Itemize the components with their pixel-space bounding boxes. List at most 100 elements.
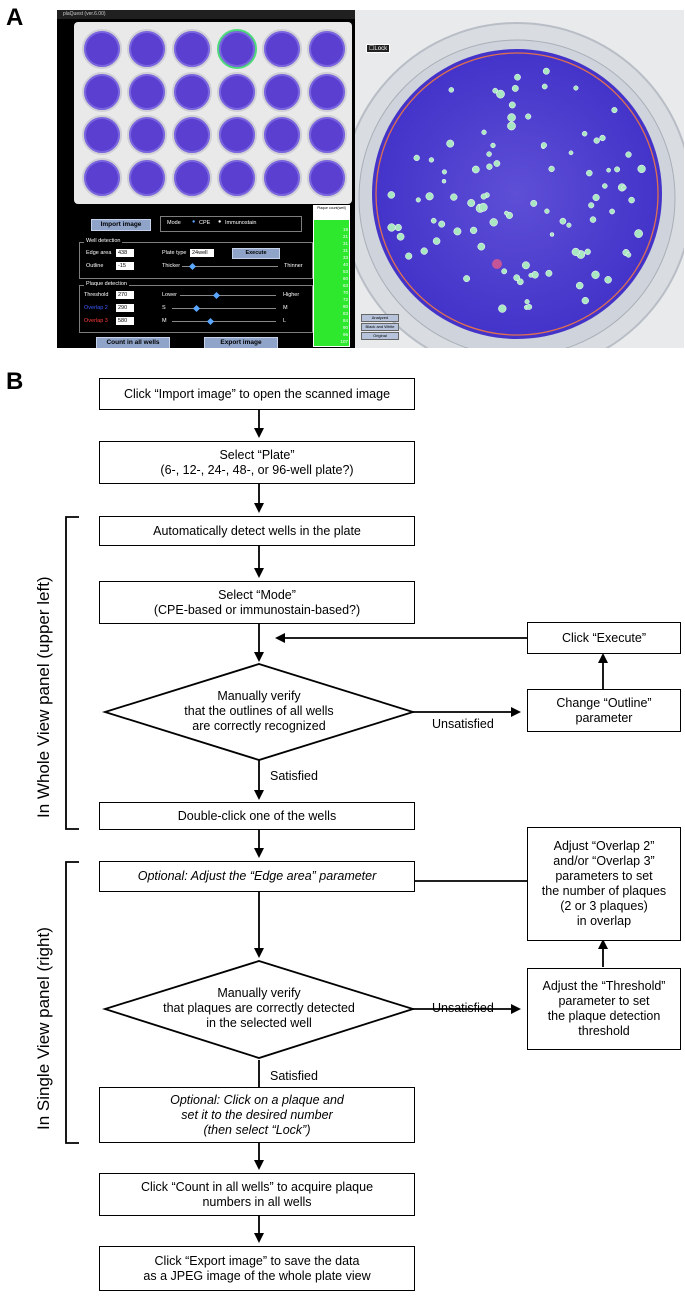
mode-immunostain-label[interactable]: Immunostain <box>225 220 257 226</box>
plaque-marker[interactable] <box>581 130 588 137</box>
plaque-marker[interactable] <box>584 248 591 255</box>
single-well-image[interactable] <box>355 10 684 348</box>
analyzed-button[interactable]: Analyzed <box>361 314 399 322</box>
well-6[interactable] <box>307 29 347 69</box>
well-2[interactable] <box>127 29 167 69</box>
plaque-marker[interactable] <box>438 220 446 228</box>
plaque-marker[interactable] <box>621 185 627 191</box>
plaque-marker[interactable] <box>566 222 572 228</box>
plaque-marker[interactable] <box>599 134 606 142</box>
overlap2-slider[interactable] <box>172 308 276 309</box>
well-8[interactable] <box>127 72 167 112</box>
plaque-marker[interactable] <box>471 165 480 174</box>
plaque-marker[interactable] <box>545 269 553 277</box>
lock-checkbox-icon[interactable]: ☐ <box>369 46 375 52</box>
plaque-marker[interactable] <box>575 281 584 290</box>
plaque-marker[interactable] <box>586 169 593 177</box>
plaque-marker[interactable] <box>493 160 501 167</box>
plaque-marker[interactable] <box>544 208 550 214</box>
well-18[interactable] <box>307 115 347 155</box>
well-14[interactable] <box>127 115 167 155</box>
plaque-marker[interactable] <box>625 151 632 158</box>
well-24[interactable] <box>307 158 347 198</box>
plaque-marker[interactable] <box>589 216 597 223</box>
lock-checkbox[interactable]: ☐Lock <box>366 44 391 53</box>
plaque-marker[interactable] <box>511 84 519 92</box>
plaque-marker[interactable] <box>496 89 505 99</box>
plaque-marker[interactable] <box>548 165 555 173</box>
plaque-marker[interactable] <box>428 157 435 163</box>
plaque-marker[interactable] <box>540 142 547 149</box>
well-16[interactable] <box>217 115 257 155</box>
radio-immunostain-icon[interactable]: ● <box>218 219 222 225</box>
threshold-slider[interactable] <box>180 295 276 296</box>
plaque-marker[interactable] <box>469 226 478 235</box>
well-22[interactable] <box>217 158 257 198</box>
plaque-marker[interactable] <box>448 87 455 93</box>
well-11[interactable] <box>262 72 302 112</box>
plaque-marker[interactable] <box>568 150 574 156</box>
well-21[interactable] <box>172 158 212 198</box>
plaque-marker[interactable] <box>450 193 458 201</box>
plaque-marker[interactable] <box>549 232 555 237</box>
plaque-marker[interactable] <box>634 229 643 238</box>
plaque-marker[interactable] <box>396 232 405 241</box>
plaque-marker[interactable] <box>432 237 441 245</box>
well-13[interactable] <box>82 115 122 155</box>
well-3[interactable] <box>172 29 212 69</box>
plaque-marker[interactable] <box>614 166 621 173</box>
plaque-marker[interactable] <box>611 107 618 114</box>
plaque-marker[interactable] <box>477 242 486 251</box>
plaque-marker[interactable] <box>420 247 428 255</box>
plaque-marker[interactable] <box>467 199 476 207</box>
threshold-input[interactable]: 270 <box>116 291 134 299</box>
plaque-marker[interactable] <box>602 183 608 189</box>
plaque-marker[interactable] <box>425 192 434 201</box>
well-23[interactable] <box>262 158 302 198</box>
plaque-marker[interactable] <box>528 272 534 278</box>
well-19[interactable] <box>82 158 122 198</box>
well-1[interactable] <box>82 29 122 69</box>
plaque-marker[interactable] <box>405 252 413 260</box>
plaque-marker[interactable] <box>628 196 635 204</box>
single-view-panel[interactable]: ☐Lock Analyzed Black and White Original <box>355 10 684 348</box>
import-image-button[interactable]: Import image <box>91 219 151 231</box>
plaque-marker[interactable] <box>625 252 632 258</box>
plaque-marker[interactable] <box>606 167 611 173</box>
plaque-marker[interactable] <box>573 85 579 91</box>
plaque-marker[interactable] <box>413 154 420 162</box>
well-9[interactable] <box>172 72 212 112</box>
count-all-wells-button[interactable]: Count in all wells <box>96 337 170 348</box>
plaque-marker[interactable] <box>481 129 487 135</box>
plaque-marker[interactable] <box>559 217 567 225</box>
outline-input[interactable]: -15 <box>116 262 134 270</box>
plaque-marker[interactable] <box>637 164 646 174</box>
plaque-marker[interactable] <box>513 274 521 282</box>
well-4[interactable] <box>217 29 257 69</box>
plaque-marker[interactable] <box>478 202 488 212</box>
plaque-marker[interactable] <box>504 210 509 216</box>
well-7[interactable] <box>82 72 122 112</box>
original-button[interactable]: Original <box>361 332 399 340</box>
outline-slider[interactable] <box>182 266 278 267</box>
well-12[interactable] <box>307 72 347 112</box>
plaque-marker[interactable] <box>415 197 421 203</box>
plaque-marker[interactable] <box>508 101 516 109</box>
plaque-marker[interactable] <box>490 142 496 149</box>
plaque-marker[interactable] <box>514 73 521 81</box>
plaque-marker[interactable] <box>387 191 396 199</box>
overlap3-input[interactable]: 580 <box>116 317 134 325</box>
plaque-marker[interactable] <box>530 199 538 207</box>
plaque-marker[interactable] <box>480 193 487 200</box>
plaque-marker[interactable] <box>501 268 508 275</box>
selected-plaque[interactable] <box>492 259 502 269</box>
plaque-marker[interactable] <box>463 275 471 283</box>
well-17[interactable] <box>262 115 302 155</box>
plaque-marker[interactable] <box>507 113 516 122</box>
edge-area-input[interactable]: 438 <box>116 249 134 257</box>
plaque-marker[interactable] <box>430 217 437 224</box>
plaque-marker[interactable] <box>486 163 493 170</box>
plaque-marker[interactable] <box>525 113 532 120</box>
plaque-marker[interactable] <box>571 247 580 256</box>
plaque-marker[interactable] <box>604 276 612 284</box>
